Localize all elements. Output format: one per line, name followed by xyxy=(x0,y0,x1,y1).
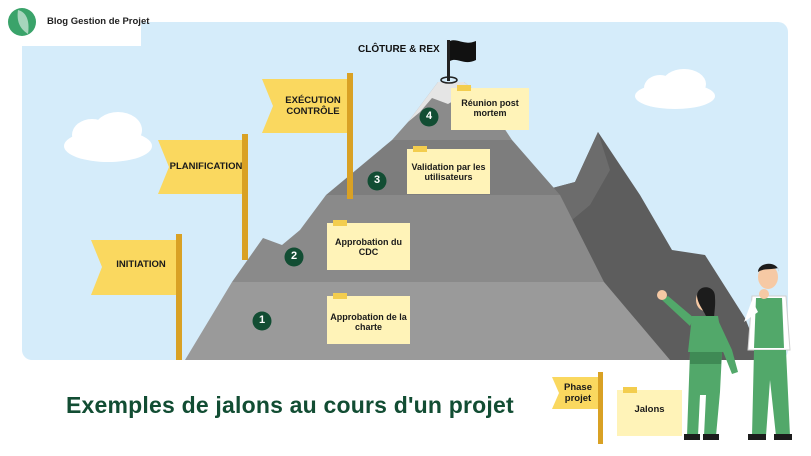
phase-label-initiation: INITIATION xyxy=(116,259,166,270)
milestone-label-3: Validation par les utilisateurs xyxy=(411,162,486,183)
mountain-tier-1 xyxy=(185,282,670,360)
legend-phase-label: Phase projet xyxy=(564,382,592,404)
mountain-tier-2 xyxy=(232,195,604,282)
milestone-number-4: 4 xyxy=(425,110,433,122)
phase-label-planification: PLANIFICATION xyxy=(169,161,243,172)
woman-figure xyxy=(657,287,738,440)
man-figure xyxy=(744,263,792,440)
legend-milestone-note xyxy=(617,387,682,436)
milestone-note-4 xyxy=(451,85,529,130)
clouds xyxy=(64,69,715,162)
phase-flag-planification xyxy=(158,134,248,260)
milestone-markers xyxy=(252,107,439,331)
legend-phase-flag xyxy=(552,372,603,444)
cloud-right xyxy=(635,69,715,109)
milestone-note-3 xyxy=(407,146,490,194)
phase-label-execution: EXÉCUTION CONTRÔLE xyxy=(285,95,341,117)
milestone-number-2: 2 xyxy=(290,250,298,262)
phase-flag-execution xyxy=(262,73,353,199)
brand-name: Blog Gestion de Projet xyxy=(47,16,150,27)
milestone-note-2 xyxy=(327,220,410,270)
page-title: Exemples de jalons au cours d'un projet xyxy=(66,392,514,418)
milestone-number-1: 1 xyxy=(258,314,266,326)
milestone-label-4: Réunion post mortem xyxy=(461,98,519,119)
milestone-note-1 xyxy=(327,293,410,344)
summit-label: CLÔTURE & REX xyxy=(358,44,440,55)
summit-flag xyxy=(440,40,476,84)
cloud-left xyxy=(64,112,152,162)
brand-logo: Blog Gestion de Projet xyxy=(0,0,149,46)
milestone-label-1: Approbation de la charte xyxy=(330,312,407,333)
phase-flag-initiation xyxy=(91,234,182,360)
legend-milestone-label: Jalons xyxy=(634,404,665,415)
brand-leaf-icon xyxy=(8,8,36,36)
milestone-number-3: 3 xyxy=(373,174,381,186)
milestone-label-2: Approbation du CDC xyxy=(335,237,402,258)
